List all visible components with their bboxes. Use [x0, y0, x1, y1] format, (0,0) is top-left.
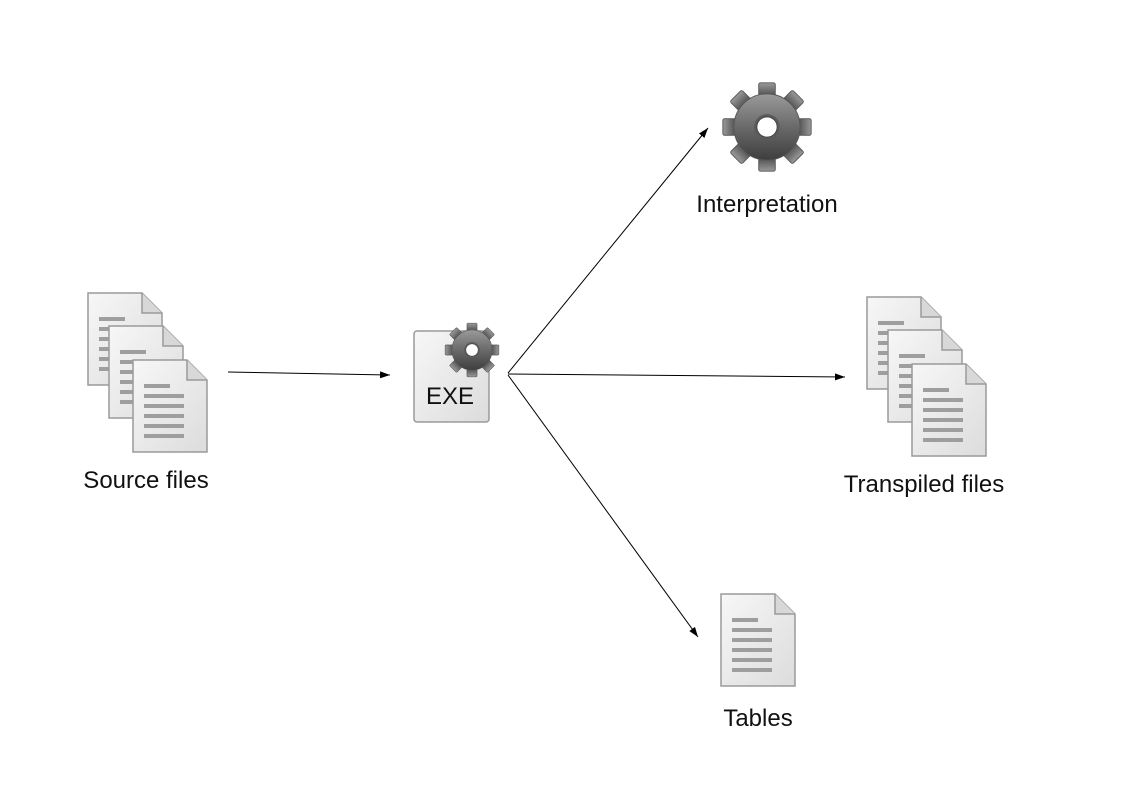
document-icon — [720, 593, 796, 687]
edges — [227, 127, 846, 638]
edge-source-to-exe — [227, 371, 391, 379]
transpiled-files-label: Transpiled files — [843, 471, 1005, 498]
executable-gear-icon: EXE — [413, 322, 500, 423]
stacked-documents-icon — [866, 296, 987, 457]
exe-label: EXE — [426, 383, 474, 410]
edge-exe-to-interpretation — [507, 127, 709, 374]
source-files-label: Source files — [83, 467, 209, 494]
edge-exe-to-transpiled — [507, 373, 846, 381]
edge-exe-to-tables — [507, 374, 699, 638]
gear-icon — [722, 82, 812, 172]
interpretation-label: Interpretation — [696, 191, 838, 218]
stacked-documents-icon — [87, 292, 208, 453]
tables-label: Tables — [723, 705, 793, 732]
